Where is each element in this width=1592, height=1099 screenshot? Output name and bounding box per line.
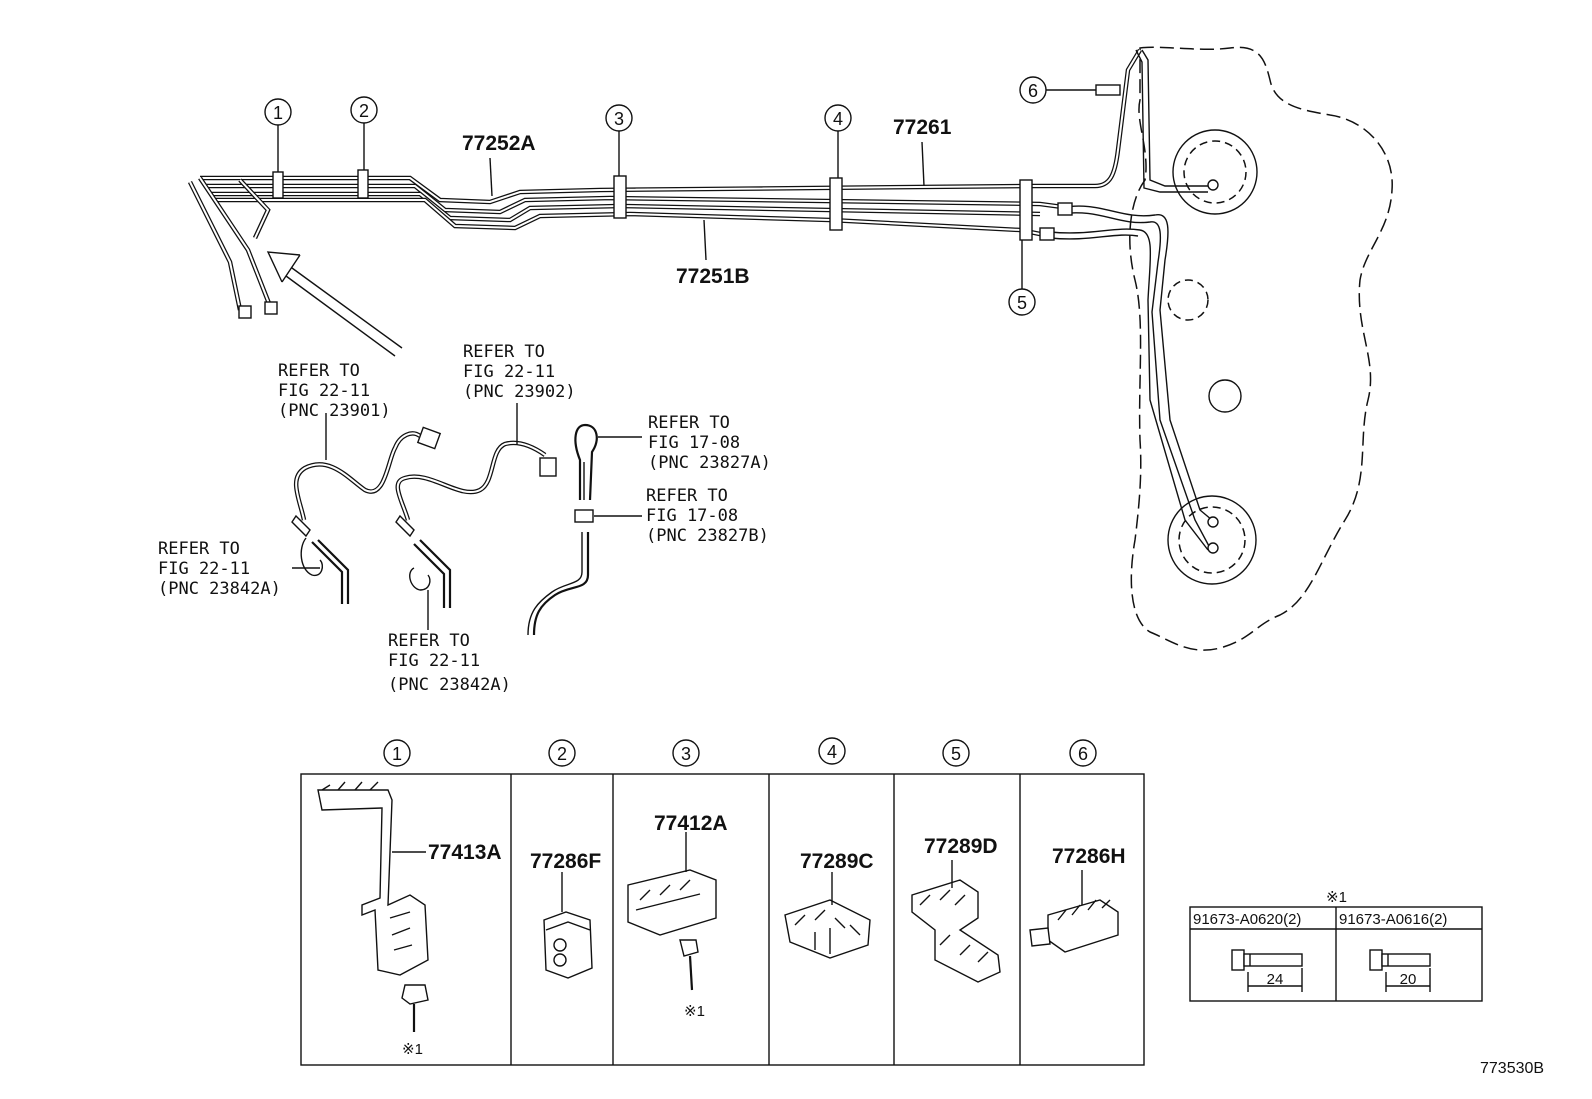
callout-4: 4 — [824, 104, 852, 178]
svg-text:5: 5 — [1017, 293, 1027, 313]
clamp-77286F — [543, 911, 593, 979]
svg-text:REFER TO: REFER TO — [388, 631, 470, 651]
ref-23842A-left: REFER TO FIG 22-11 (PNC 23842A) — [158, 539, 281, 599]
fuel-line-bundle — [187, 48, 1219, 554]
label-77261: 77261 — [893, 116, 952, 139]
clamp-5 — [1019, 179, 1033, 241]
svg-text:1: 1 — [392, 744, 402, 764]
clamp-77412A — [627, 869, 717, 991]
bolt-24: 24 — [1231, 949, 1303, 992]
svg-text:3: 3 — [681, 744, 691, 764]
svg-text:(PNC 23842A): (PNC 23842A) — [388, 675, 511, 695]
svg-text:91673-A0616(2): 91673-A0616(2) — [1339, 911, 1447, 928]
svg-text:(PNC 23827B): (PNC 23827B) — [646, 526, 769, 546]
svg-text:4: 4 — [833, 109, 843, 129]
hose-23902 — [395, 440, 557, 608]
svg-text:77412A: 77412A — [654, 812, 728, 835]
svg-text:2: 2 — [359, 101, 369, 121]
bolt-20: 20 — [1369, 949, 1431, 992]
callout-1: 1 — [264, 98, 292, 172]
bolt-table: ※1 91673-A0620(2) 91673-A0616(2) 24 20 — [1189, 889, 1483, 1002]
svg-text:FIG 22-11: FIG 22-11 — [278, 381, 370, 401]
callout-2: 2 — [350, 96, 378, 170]
svg-text:2: 2 — [557, 744, 567, 764]
clamp-77289C — [784, 899, 871, 959]
svg-text:77286H: 77286H — [1052, 845, 1126, 868]
svg-text:※1: ※1 — [402, 1041, 423, 1058]
ref-23827B: REFER TO FIG 17-08 (PNC 23827B) — [646, 486, 769, 546]
hose-23901 — [291, 426, 442, 604]
svg-text:91673-A0620(2): 91673-A0620(2) — [1193, 911, 1301, 928]
svg-text:6: 6 — [1028, 81, 1038, 101]
svg-text:77289D: 77289D — [924, 835, 998, 858]
ref-23901: REFER TO FIG 22-11 (PNC 23901) — [278, 361, 391, 421]
svg-text:(PNC 23827A): (PNC 23827A) — [648, 453, 771, 473]
callout-3: 3 — [605, 104, 633, 176]
svg-text:6: 6 — [1078, 744, 1088, 764]
svg-text:REFER TO: REFER TO — [278, 361, 360, 381]
svg-text:REFER TO: REFER TO — [648, 413, 730, 433]
ref-23842A-bottom: REFER TO FIG 22-11 (PNC 23842A) — [388, 631, 511, 695]
callout-6: 6 — [1019, 76, 1096, 104]
svg-text:REFER TO: REFER TO — [646, 486, 728, 506]
bracket-77413A — [317, 781, 429, 1032]
svg-text:4: 4 — [827, 742, 837, 762]
svg-text:77413A: 77413A — [428, 841, 502, 864]
svg-text:FIG 17-08: FIG 17-08 — [648, 433, 740, 453]
svg-text:77289C: 77289C — [800, 850, 874, 873]
svg-text:3: 3 — [614, 109, 624, 129]
svg-text:24: 24 — [1267, 971, 1284, 988]
svg-text:(PNC 23901): (PNC 23901) — [278, 401, 391, 421]
ref-23827A: REFER TO FIG 17-08 (PNC 23827A) — [648, 413, 771, 473]
svg-text:5: 5 — [951, 744, 961, 764]
clamp-table: 1 2 3 4 5 6 77413A ※1 77286F — [300, 737, 1145, 1066]
figure-id: 773530B — [1480, 1060, 1544, 1077]
clamp-77286H — [1029, 899, 1119, 953]
svg-text:FIG 17-08: FIG 17-08 — [646, 506, 738, 526]
svg-text:REFER TO: REFER TO — [158, 539, 240, 559]
clamp-6 — [1095, 84, 1121, 96]
svg-text:REFER TO: REFER TO — [463, 342, 545, 362]
hose-23827 — [527, 423, 598, 636]
clamp-77289D — [911, 879, 1001, 983]
svg-text:※1: ※1 — [1326, 889, 1347, 906]
clamp-4 — [829, 177, 843, 231]
label-77252A: 77252A — [462, 132, 536, 155]
svg-text:77286F: 77286F — [530, 850, 601, 873]
svg-text:FIG 22-11: FIG 22-11 — [388, 651, 480, 671]
clamp-3 — [613, 175, 627, 219]
svg-text:※1: ※1 — [684, 1003, 705, 1020]
svg-text:FIG 22-11: FIG 22-11 — [463, 362, 555, 382]
svg-text:20: 20 — [1400, 971, 1417, 988]
clamp-1 — [272, 171, 284, 199]
label-77251B: 77251B — [676, 265, 750, 288]
svg-text:(PNC 23902): (PNC 23902) — [463, 382, 576, 402]
callout-5: 5 — [1008, 240, 1036, 316]
svg-text:1: 1 — [273, 103, 283, 123]
clamp-2 — [357, 169, 369, 199]
svg-text:(PNC 23842A): (PNC 23842A) — [158, 579, 281, 599]
ref-23902: REFER TO FIG 22-11 (PNC 23902) — [463, 342, 576, 402]
fuel-tank-outline — [1129, 46, 1393, 651]
direction-arrow — [266, 251, 403, 349]
svg-text:FIG 22-11: FIG 22-11 — [158, 559, 250, 579]
